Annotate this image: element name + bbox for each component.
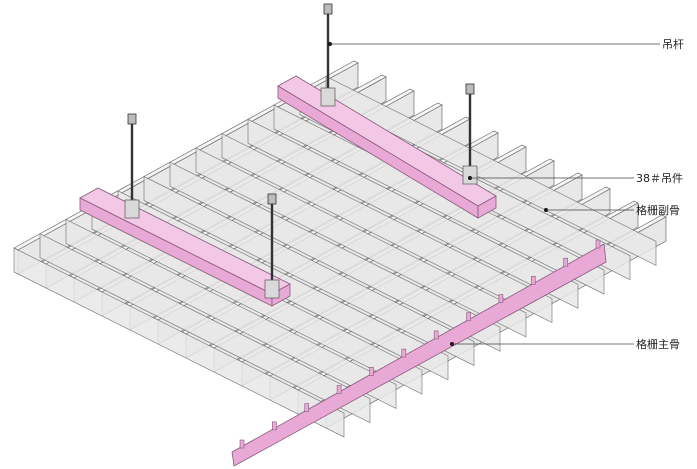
callout-secondary-grid: 格栅副骨 bbox=[544, 203, 680, 217]
hanger-rod-2 bbox=[462, 83, 478, 185]
main-bar-notch bbox=[401, 348, 407, 358]
cross-bar-face bbox=[143, 175, 475, 367]
hanger-rod-1 bbox=[320, 3, 336, 107]
main-bar-notch bbox=[336, 385, 342, 394]
main-bar-notch bbox=[272, 421, 277, 431]
main-bar-notch bbox=[595, 239, 601, 249]
main-bar-notch bbox=[239, 439, 245, 449]
main-bar-notch bbox=[498, 294, 504, 303]
callout-hanger-38: 38＃吊件 bbox=[468, 172, 683, 185]
main-bar-notch bbox=[563, 257, 568, 267]
label-hanger-rod: 吊杆 bbox=[662, 37, 684, 51]
hanger-rod-4 bbox=[264, 193, 280, 299]
main-bar-notch bbox=[433, 330, 439, 340]
callout-main-grid: 格栅主骨 bbox=[450, 337, 680, 351]
hanger-rod-3 bbox=[124, 113, 140, 219]
label-main-grid: 格栅主骨 bbox=[636, 337, 680, 351]
cross-bar-face bbox=[247, 118, 579, 309]
cross-bar-face bbox=[39, 233, 371, 424]
cross-bar-face bbox=[65, 218, 397, 409]
cross-bar-face bbox=[221, 133, 553, 324]
main-bar-notch bbox=[369, 366, 374, 376]
label-secondary-grid: 格栅副骨 bbox=[636, 203, 680, 217]
label-hanger-38: 38＃吊件 bbox=[636, 172, 683, 185]
main-grid-bar-detached bbox=[231, 239, 607, 467]
callout-hanger-rod: 吊杆 bbox=[328, 37, 684, 51]
cross-bar-face bbox=[169, 161, 501, 352]
cross-bar-face bbox=[13, 247, 345, 438]
main-bar-notch bbox=[466, 312, 471, 322]
main-bar-notch bbox=[530, 276, 536, 285]
cross-bar-face bbox=[273, 104, 605, 295]
main-bar-notch bbox=[304, 403, 310, 412]
main-carrier-beam-right bbox=[277, 75, 497, 219]
cross-bar-face bbox=[195, 147, 527, 338]
